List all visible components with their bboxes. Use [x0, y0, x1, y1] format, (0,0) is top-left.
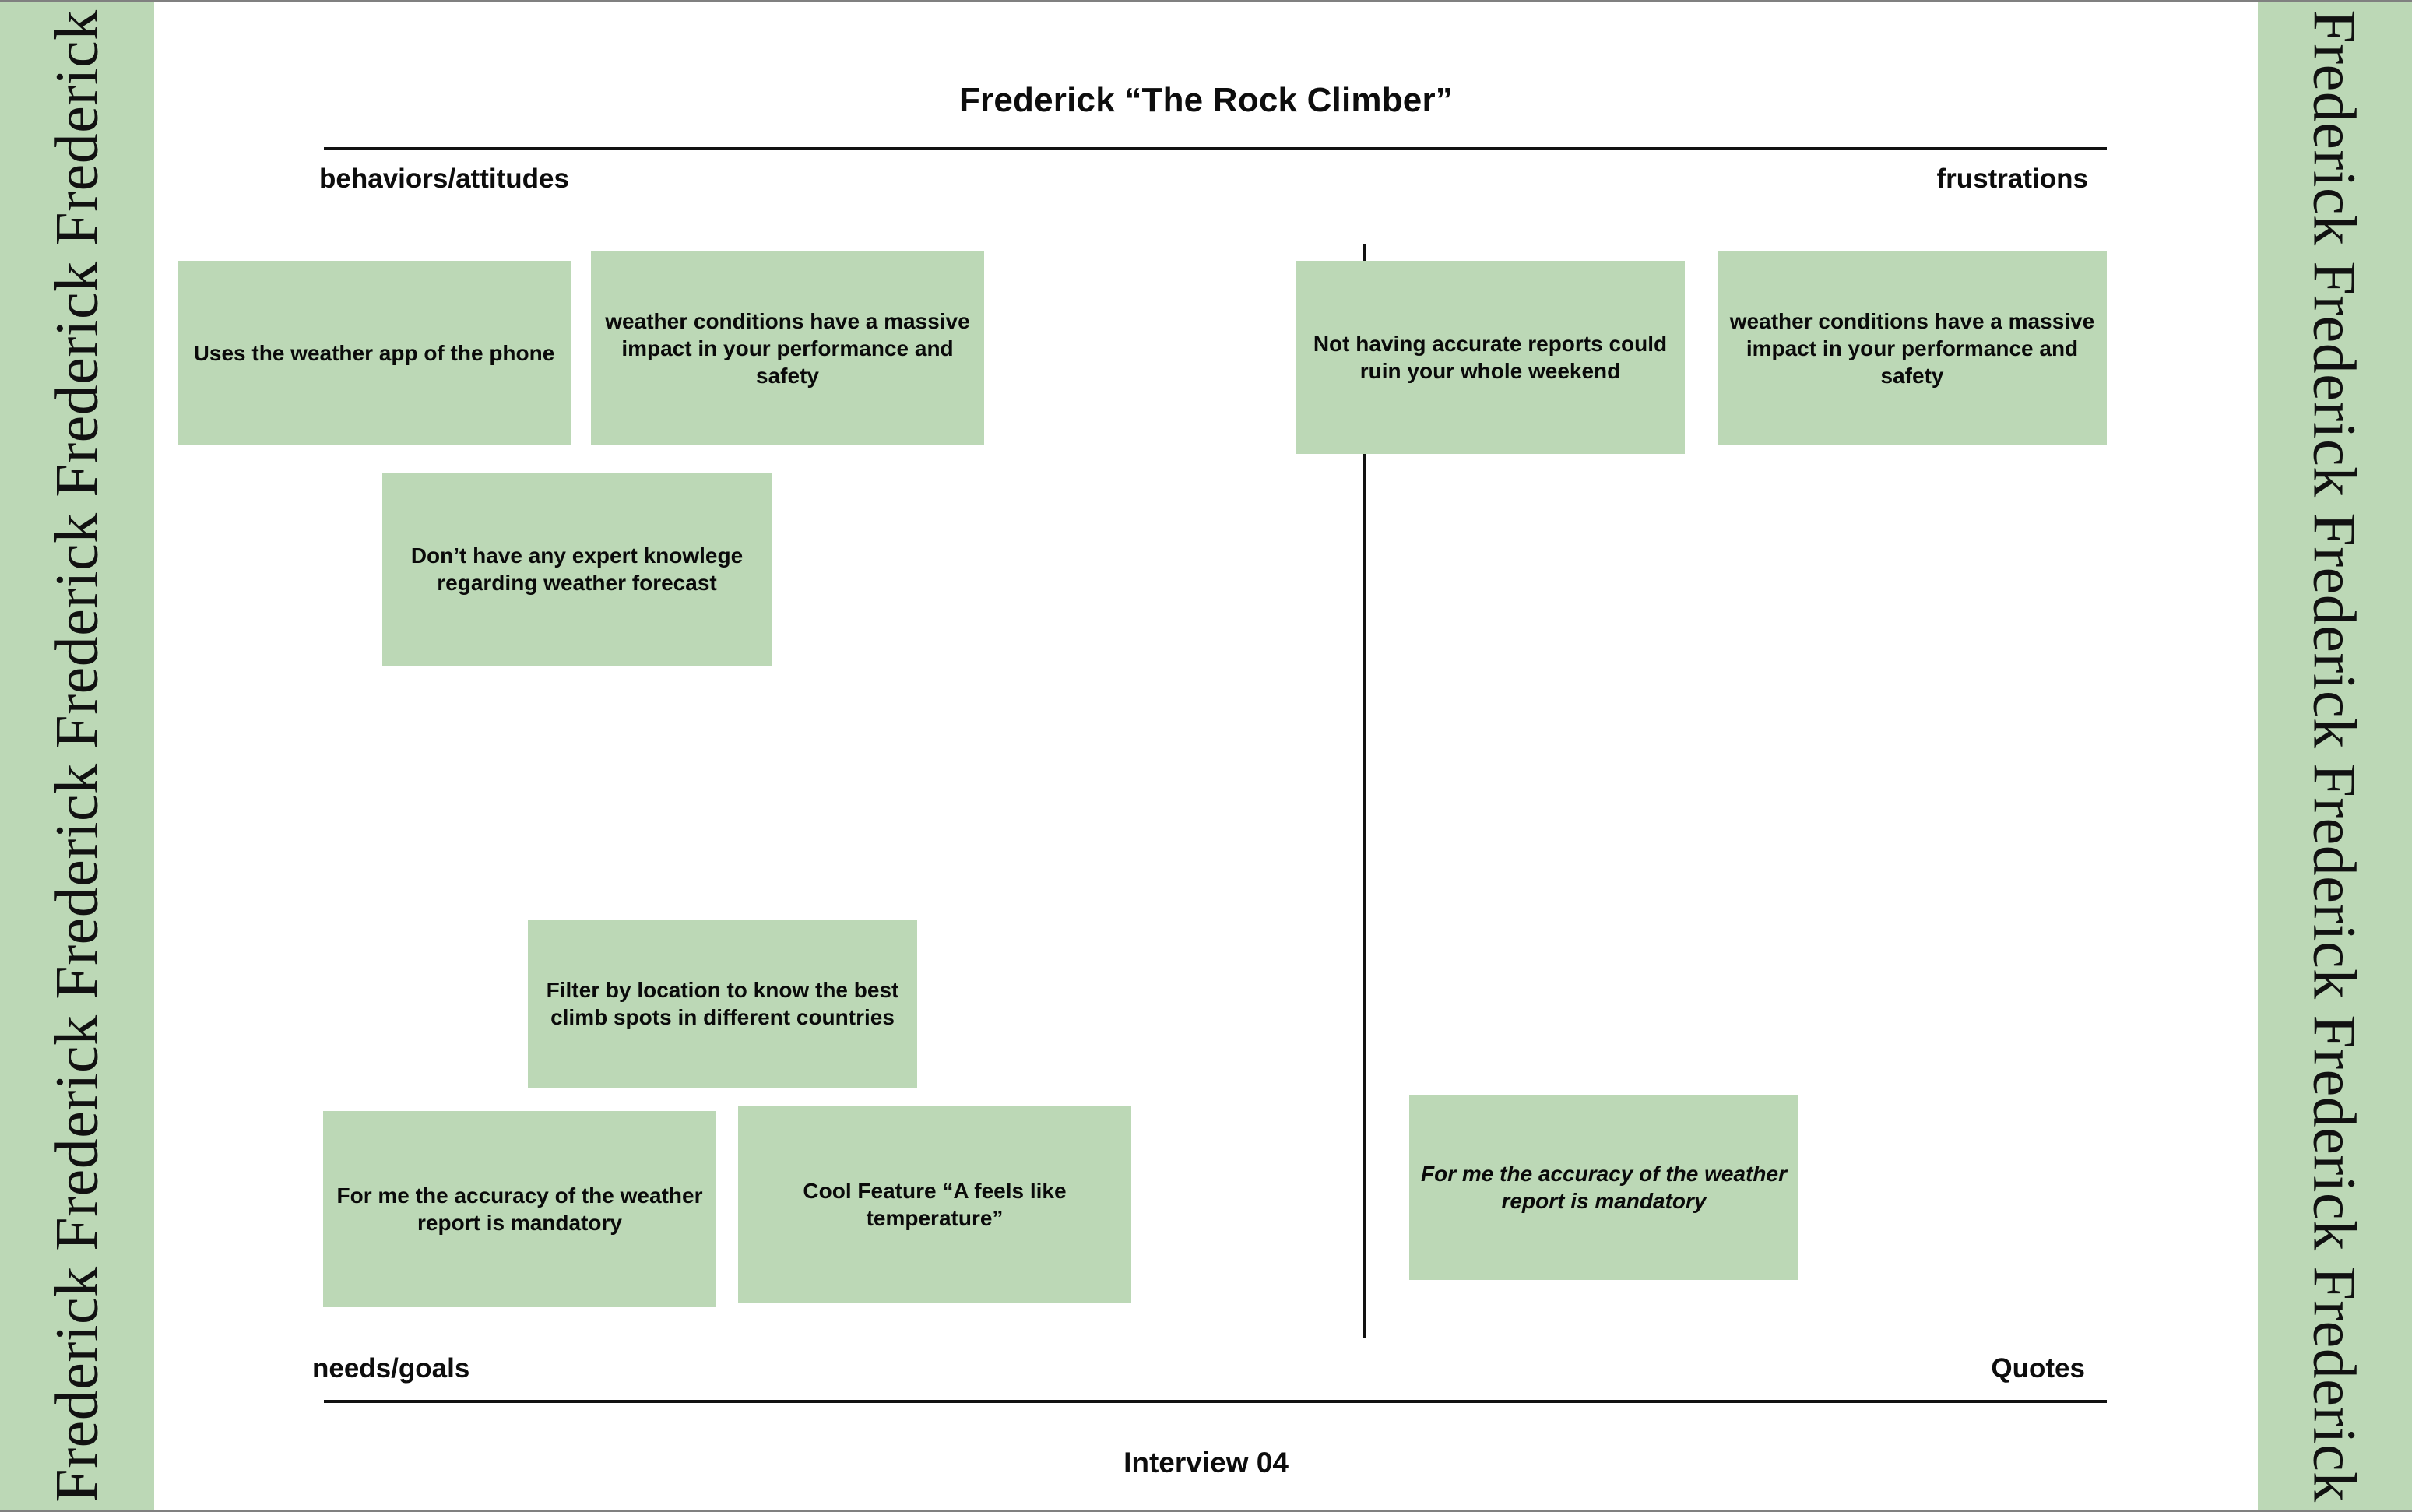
sticky-card-quote-1[interactable]: For me the accuracy of the weather repor…: [1409, 1095, 1798, 1280]
band-word: Frederick: [43, 1265, 111, 1503]
footer-interview-label: Interview 04: [1123, 1447, 1289, 1479]
quadrant-label-behaviors: behaviors/attitudes: [319, 164, 569, 194]
quadrant-label-quotes: Quotes: [1991, 1353, 2085, 1384]
band-word: Frederick: [43, 261, 111, 498]
sticky-card-behavior-2[interactable]: weather conditions have a massive impact…: [591, 251, 984, 445]
band-word: Frederick: [43, 1014, 111, 1251]
quadrant-label-needs-goals: needs/goals: [312, 1353, 470, 1384]
sticky-card-need-1[interactable]: Filter by location to know the best clim…: [528, 920, 917, 1088]
band-word: Frederick: [43, 9, 111, 247]
sticky-card-frustration-1[interactable]: Not having accurate reports could ruin y…: [1296, 261, 1685, 454]
band-word: Frederick: [43, 512, 111, 749]
quadrant-label-frustrations: frustrations: [1936, 164, 2088, 194]
top-divider-rule: [324, 147, 2107, 150]
right-name-band: Frederick Frederick Frederick Frederick …: [2258, 2, 2412, 1510]
sticky-card-need-2[interactable]: For me the accuracy of the weather repor…: [323, 1111, 716, 1307]
band-word: Frederick: [2301, 1265, 2369, 1503]
page-title: Frederick “The Rock Climber”: [958, 81, 1454, 120]
left-name-band: Frederick Frederick Frederick Frederick …: [0, 2, 154, 1510]
band-word: Frederick: [2301, 9, 2369, 247]
band-word: Frederick: [2301, 512, 2369, 749]
sticky-card-behavior-3[interactable]: Don’t have any expert knowlege regarding…: [382, 473, 772, 666]
sticky-card-behavior-1[interactable]: Uses the weather app of the phone: [178, 261, 571, 445]
sticky-card-need-3[interactable]: Cool Feature “A feels like temperature”: [738, 1106, 1131, 1303]
bottom-divider-rule: [324, 1400, 2107, 1403]
vertical-divider-rule: [1363, 244, 1366, 1338]
band-word: Frederick: [43, 763, 111, 1000]
band-word: Frederick: [2301, 261, 2369, 498]
persona-sheet: Frederick “The Rock Climber” behaviors/a…: [154, 2, 2258, 1510]
sticky-card-frustration-2[interactable]: weather conditions have a massive impact…: [1718, 251, 2107, 445]
band-word: Frederick: [2301, 763, 2369, 1000]
band-word: Frederick: [2301, 1014, 2369, 1251]
